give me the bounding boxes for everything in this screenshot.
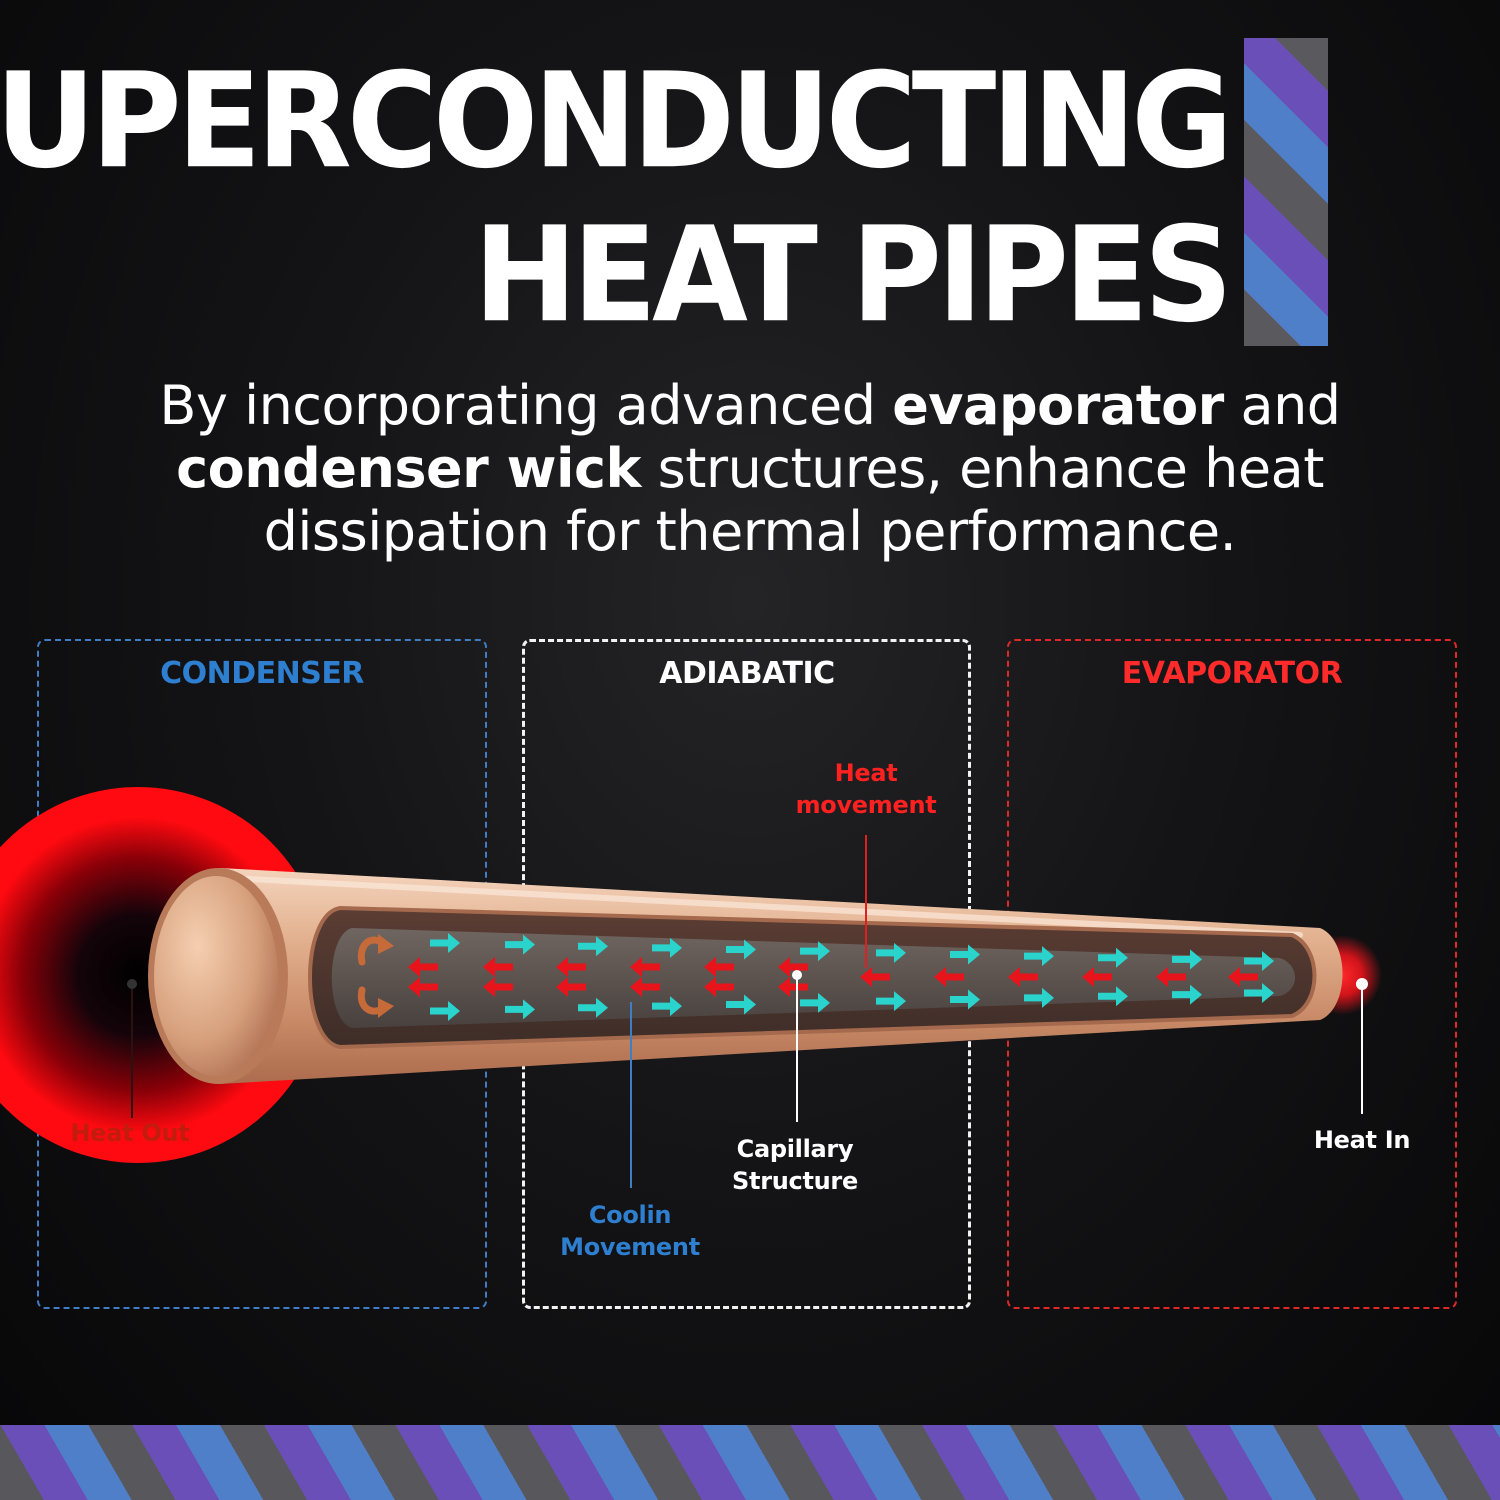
vapor-flow-arrow <box>408 957 438 977</box>
liquid-flow-arrow <box>578 997 608 1018</box>
liquid-flow-arrow <box>1024 987 1054 1008</box>
liquid-flow-arrow <box>950 944 980 965</box>
adiabatic-zone-title: ADIABATIC <box>659 656 835 691</box>
vapor-flow-arrow <box>408 977 438 997</box>
capillary-structure-label: Capillary Structure <box>732 1135 858 1195</box>
liquid-flow-arrow <box>876 991 906 1012</box>
capillary-dot <box>792 970 802 980</box>
flow-arrows <box>408 933 1274 1021</box>
liquid-flow-arrow <box>430 1001 460 1021</box>
pipe-end-cap <box>154 876 278 1076</box>
liquid-flow-arrow <box>1172 949 1202 970</box>
vapor-flow-arrow <box>934 967 964 987</box>
heat-in-label: Heat In <box>1313 1126 1411 1154</box>
subtitle-bold-evaporator: evaporator <box>892 374 1224 437</box>
heat-out-label: Heat Out <box>70 1119 190 1147</box>
liquid-flow-arrow <box>1172 984 1202 1005</box>
liquid-flow-arrow <box>1098 947 1128 968</box>
liquid-flow-arrow <box>876 942 906 963</box>
liquid-flow-arrow <box>1244 983 1274 1003</box>
subtitle-part-3: structures, enhance heat dissipation for… <box>263 437 1325 563</box>
vapor-flow-arrow <box>704 957 734 977</box>
heat-in-dot <box>1356 978 1368 990</box>
liquid-flow-arrow <box>430 933 460 953</box>
vapor-core <box>331 928 1295 1028</box>
pipe-highlight <box>227 875 1303 938</box>
title-line-2: HEAT PIPES <box>473 199 1233 353</box>
vapor-flow-arrow <box>860 967 890 987</box>
vapor-flow-arrow <box>1008 967 1038 987</box>
vapor-flow-arrow <box>1228 967 1258 987</box>
vapor-flow-arrow <box>483 957 513 977</box>
liquid-flow-arrow <box>800 992 830 1013</box>
vapor-flow-arrow <box>630 957 660 977</box>
title-line-1: SUPERCONDUCTING <box>0 45 1233 199</box>
liquid-flow-arrow <box>505 999 535 1020</box>
vapor-flow-arrow <box>778 957 808 977</box>
liquid-flow-arrow <box>726 994 756 1015</box>
vapor-flow-arrow <box>483 977 513 997</box>
vapor-flow-arrow <box>704 977 734 997</box>
liquid-flow-arrow <box>505 934 535 955</box>
vapor-flow-arrow <box>630 977 660 997</box>
liquid-flow-arrow <box>652 996 682 1017</box>
subtitle-part-2: and <box>1223 374 1341 437</box>
condense-return-arrowhead-bottom <box>378 998 394 1018</box>
liquid-flow-arrow <box>1098 986 1128 1007</box>
liquid-flow-arrow <box>726 939 756 960</box>
liquid-flow-arrow <box>950 989 980 1010</box>
liquid-flow-arrow <box>1244 951 1274 971</box>
vapor-flow-arrow <box>1156 967 1186 987</box>
condenser-zone-title: CONDENSER <box>160 656 364 691</box>
liquid-flow-arrow <box>1024 946 1054 967</box>
condense-return-arrowhead-top <box>378 934 394 954</box>
subtitle: By incorporating advanced evaporator and… <box>100 374 1400 563</box>
subtitle-part-1: By incorporating advanced <box>159 374 893 437</box>
liquid-flow-arrow <box>578 936 608 957</box>
evaporator-zone-title: EVAPORATOR <box>1121 656 1343 691</box>
heat-out-dot <box>127 979 137 989</box>
liquid-flow-arrow <box>652 937 682 958</box>
decorative-stripe-bar <box>1244 38 1328 346</box>
heat-movement-label: Heat movement <box>795 759 937 819</box>
vapor-flow-arrow <box>556 957 586 977</box>
subtitle-bold-condenser-wick: condenser wick <box>176 437 641 500</box>
liquid-flow-arrow <box>800 941 830 962</box>
vapor-flow-arrow <box>778 977 808 997</box>
vapor-flow-arrow <box>1082 967 1112 987</box>
vapor-flow-arrow <box>556 977 586 997</box>
bottom-stripe-band <box>0 1425 1500 1500</box>
coolin-movement-label: Coolin Movement <box>560 1201 700 1261</box>
